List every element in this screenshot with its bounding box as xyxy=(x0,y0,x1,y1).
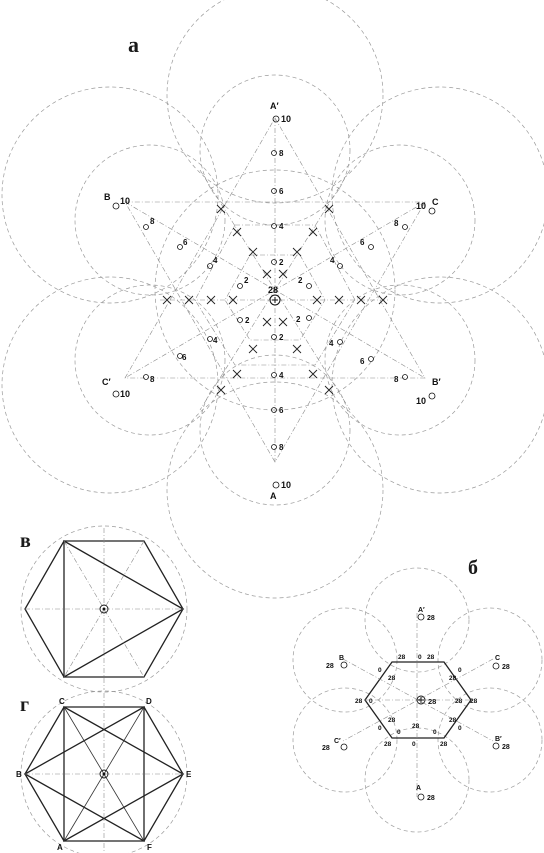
ray-value: 6 xyxy=(279,187,284,196)
ray-value: 4 xyxy=(329,339,334,348)
ray-value: 8 xyxy=(394,219,399,228)
panel-b-title: б xyxy=(468,557,478,579)
vertex-label-A: A xyxy=(270,491,277,501)
ray-value: 4 xyxy=(279,371,284,380)
ray-value: 4 xyxy=(279,222,284,231)
ray-value: 8 xyxy=(279,443,284,452)
vertex-label-C: C xyxy=(432,197,439,207)
panel-b-vertex-A-prime: A′ xyxy=(418,607,425,614)
panel-a-crosses xyxy=(162,204,388,395)
panel-b-center-value: 28 xyxy=(428,697,436,706)
panel-g-vertex-F: F xyxy=(147,843,152,852)
panel-a-ray-values: 8 6 4 2 2 4 6 8 8 6 4 2 8 6 4 2 8 6 4 2 … xyxy=(150,149,399,452)
panel-v: в xyxy=(20,525,188,693)
panel-b-vertex-C-prime: C′ xyxy=(334,738,341,745)
vertex-charge-B-prime: 10 xyxy=(416,396,426,406)
panel-g-vertex-A: A xyxy=(57,843,63,852)
ray-value: 6 xyxy=(360,357,365,366)
hex-value: 28 xyxy=(412,723,420,730)
hex-value: 28 xyxy=(384,741,392,748)
panel-b-vertex-B-prime: B′ xyxy=(495,736,502,743)
panel-a-vertex-labels: A′ 10 A 10 B 10 C 10 C′ 10 B′ 10 xyxy=(102,101,441,501)
hex-value: 28 xyxy=(449,717,457,724)
panel-b: б 28 A′ 28 A 28 B 28 C 28 C′ 28 B′ 28 xyxy=(292,557,543,833)
hex-value: 28 xyxy=(440,741,448,748)
hex-value: 28 xyxy=(449,675,457,682)
panel-g-vertex-E: E xyxy=(186,770,192,779)
ray-value: 6 xyxy=(182,353,187,362)
hex-value: 28 xyxy=(398,654,406,661)
hex-value: 28 xyxy=(427,654,435,661)
ray-value: 2 xyxy=(298,276,303,285)
panel-g-vertex-B: B xyxy=(16,770,22,779)
hex-value: 28 xyxy=(388,717,396,724)
panel-b-value-B: 28 xyxy=(326,663,334,670)
panel-a-center: 28 xyxy=(268,285,281,306)
hex-value: 0 xyxy=(378,725,382,732)
vertex-charge-A-prime: 10 xyxy=(281,114,291,124)
ray-value: 8 xyxy=(394,375,399,384)
panel-b-value-B-prime: 28 xyxy=(502,744,510,751)
panel-a-center-value: 28 xyxy=(268,285,278,295)
vertex-charge-A: 10 xyxy=(281,480,291,490)
ray-value: 8 xyxy=(279,149,284,158)
ray-value: 4 xyxy=(213,336,218,345)
ray-value: 8 xyxy=(150,217,155,226)
hex-value: 28 xyxy=(470,698,478,705)
panel-g-vertex-D: D xyxy=(146,697,152,706)
panel-b-vertex-A: A xyxy=(416,785,421,792)
ray-value: 2 xyxy=(296,315,301,324)
panel-a: а xyxy=(1,0,544,599)
vertex-label-A-prime: A′ xyxy=(270,101,279,111)
ray-value: 4 xyxy=(213,256,218,265)
panel-b-vertex-C: C xyxy=(495,655,500,662)
panel-b-value-C: 28 xyxy=(502,664,510,671)
vertex-charge-C-prime: 10 xyxy=(120,389,130,399)
hex-value: 0 xyxy=(412,741,416,748)
hex-value: 28 xyxy=(355,698,363,705)
hex-value: 0 xyxy=(458,667,462,674)
hex-value: 28 xyxy=(455,698,463,705)
panel-b-value-C-prime: 28 xyxy=(322,745,330,752)
vertex-label-B-prime: B′ xyxy=(432,377,441,387)
ray-value: 6 xyxy=(279,406,284,415)
vertex-label-C-prime: C′ xyxy=(102,377,111,387)
panel-b-hex-values: 28 0 28 0 28 28 0 28 0 28 28 28 0 28 0 0… xyxy=(355,654,478,748)
panel-g-vertex-C: C xyxy=(59,697,65,706)
hex-value: 28 xyxy=(388,675,396,682)
ray-value: 4 xyxy=(330,256,335,265)
panel-a-outer-circles xyxy=(1,0,544,599)
hex-value: 0 xyxy=(458,725,462,732)
hex-value: 0 xyxy=(433,729,437,736)
panel-a-ion-markers xyxy=(143,150,408,450)
panel-v-title: в xyxy=(20,530,31,552)
hex-value: 0 xyxy=(397,729,401,736)
ray-value: 2 xyxy=(244,276,249,285)
hex-value: 0 xyxy=(418,654,422,661)
ray-value: 6 xyxy=(183,238,188,247)
panel-g: г C D B E A F xyxy=(16,690,192,853)
panel-b-vertex-B: B xyxy=(339,655,344,662)
panel-a-title: а xyxy=(128,32,139,57)
hex-value: 0 xyxy=(369,698,373,705)
vertex-label-B: B xyxy=(104,192,111,202)
vertex-charge-C: 10 xyxy=(416,201,426,211)
ray-value: 2 xyxy=(279,258,284,267)
panel-g-title: г xyxy=(20,694,29,716)
ray-value: 8 xyxy=(150,375,155,384)
hex-value: 0 xyxy=(378,667,382,674)
ray-value: 2 xyxy=(279,333,284,342)
vertex-charge-B: 10 xyxy=(120,196,130,206)
panel-b-value-A-prime: 28 xyxy=(427,615,435,622)
ray-value: 2 xyxy=(245,316,250,325)
panel-b-value-A: 28 xyxy=(427,795,435,802)
ray-value: 6 xyxy=(360,238,365,247)
